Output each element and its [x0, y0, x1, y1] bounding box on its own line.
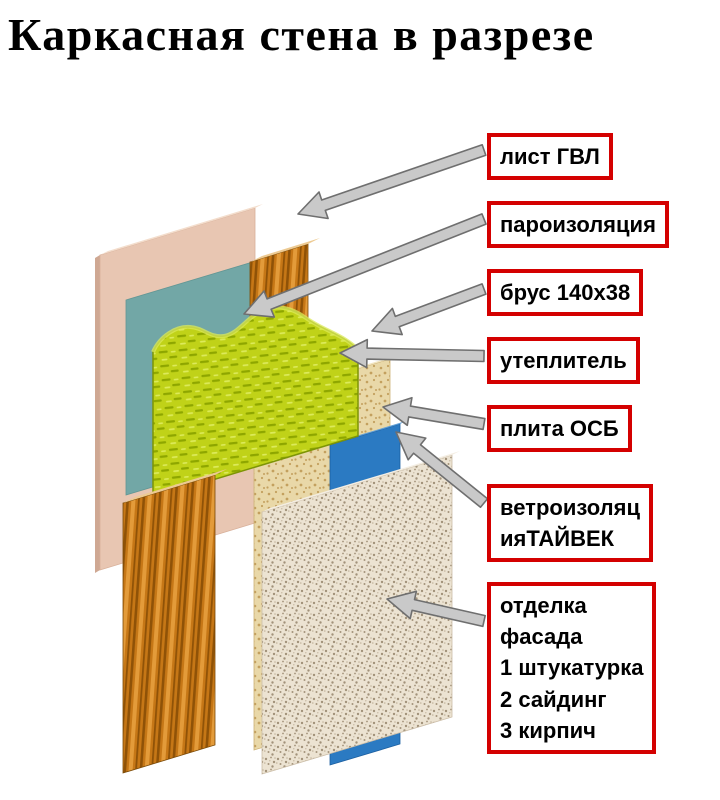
- gvl-sheet-side-edge: [95, 255, 100, 573]
- arrow-to-stud: [371, 283, 487, 336]
- label-insulation: утеплитель: [487, 337, 640, 385]
- arrow-to-vapor: [243, 213, 487, 318]
- label-facade-finish: отделка фасада 1 штукатурка 2 сайдинг 3 …: [487, 582, 657, 755]
- label-osb: плита ОСБ: [487, 405, 632, 453]
- label-tyvek: ветроизоляц ияТАЙВЕК: [487, 484, 653, 563]
- label-gvl: лист ГВЛ: [487, 133, 613, 181]
- page-title: Каркасная стена в разрезе: [8, 9, 595, 60]
- arrow-to-facade: [386, 590, 487, 628]
- bottom-stud: [122, 474, 216, 774]
- gvl-sheet-top-edge: [100, 204, 263, 255]
- arrow-to-gvl: [297, 144, 487, 220]
- arrow-to-tyvek: [395, 431, 489, 509]
- arrow-to-osb: [382, 396, 486, 431]
- facade-panel-top-edge: [262, 451, 460, 512]
- label-vapor-barrier: пароизоляция: [487, 201, 669, 249]
- bottom-stud-end-face: [123, 469, 227, 503]
- callout-arrows: [243, 144, 489, 628]
- label-stud: брус 140х38: [487, 269, 644, 317]
- top-stud-end-face: [250, 238, 320, 262]
- arrow-to-insulation: [339, 338, 485, 369]
